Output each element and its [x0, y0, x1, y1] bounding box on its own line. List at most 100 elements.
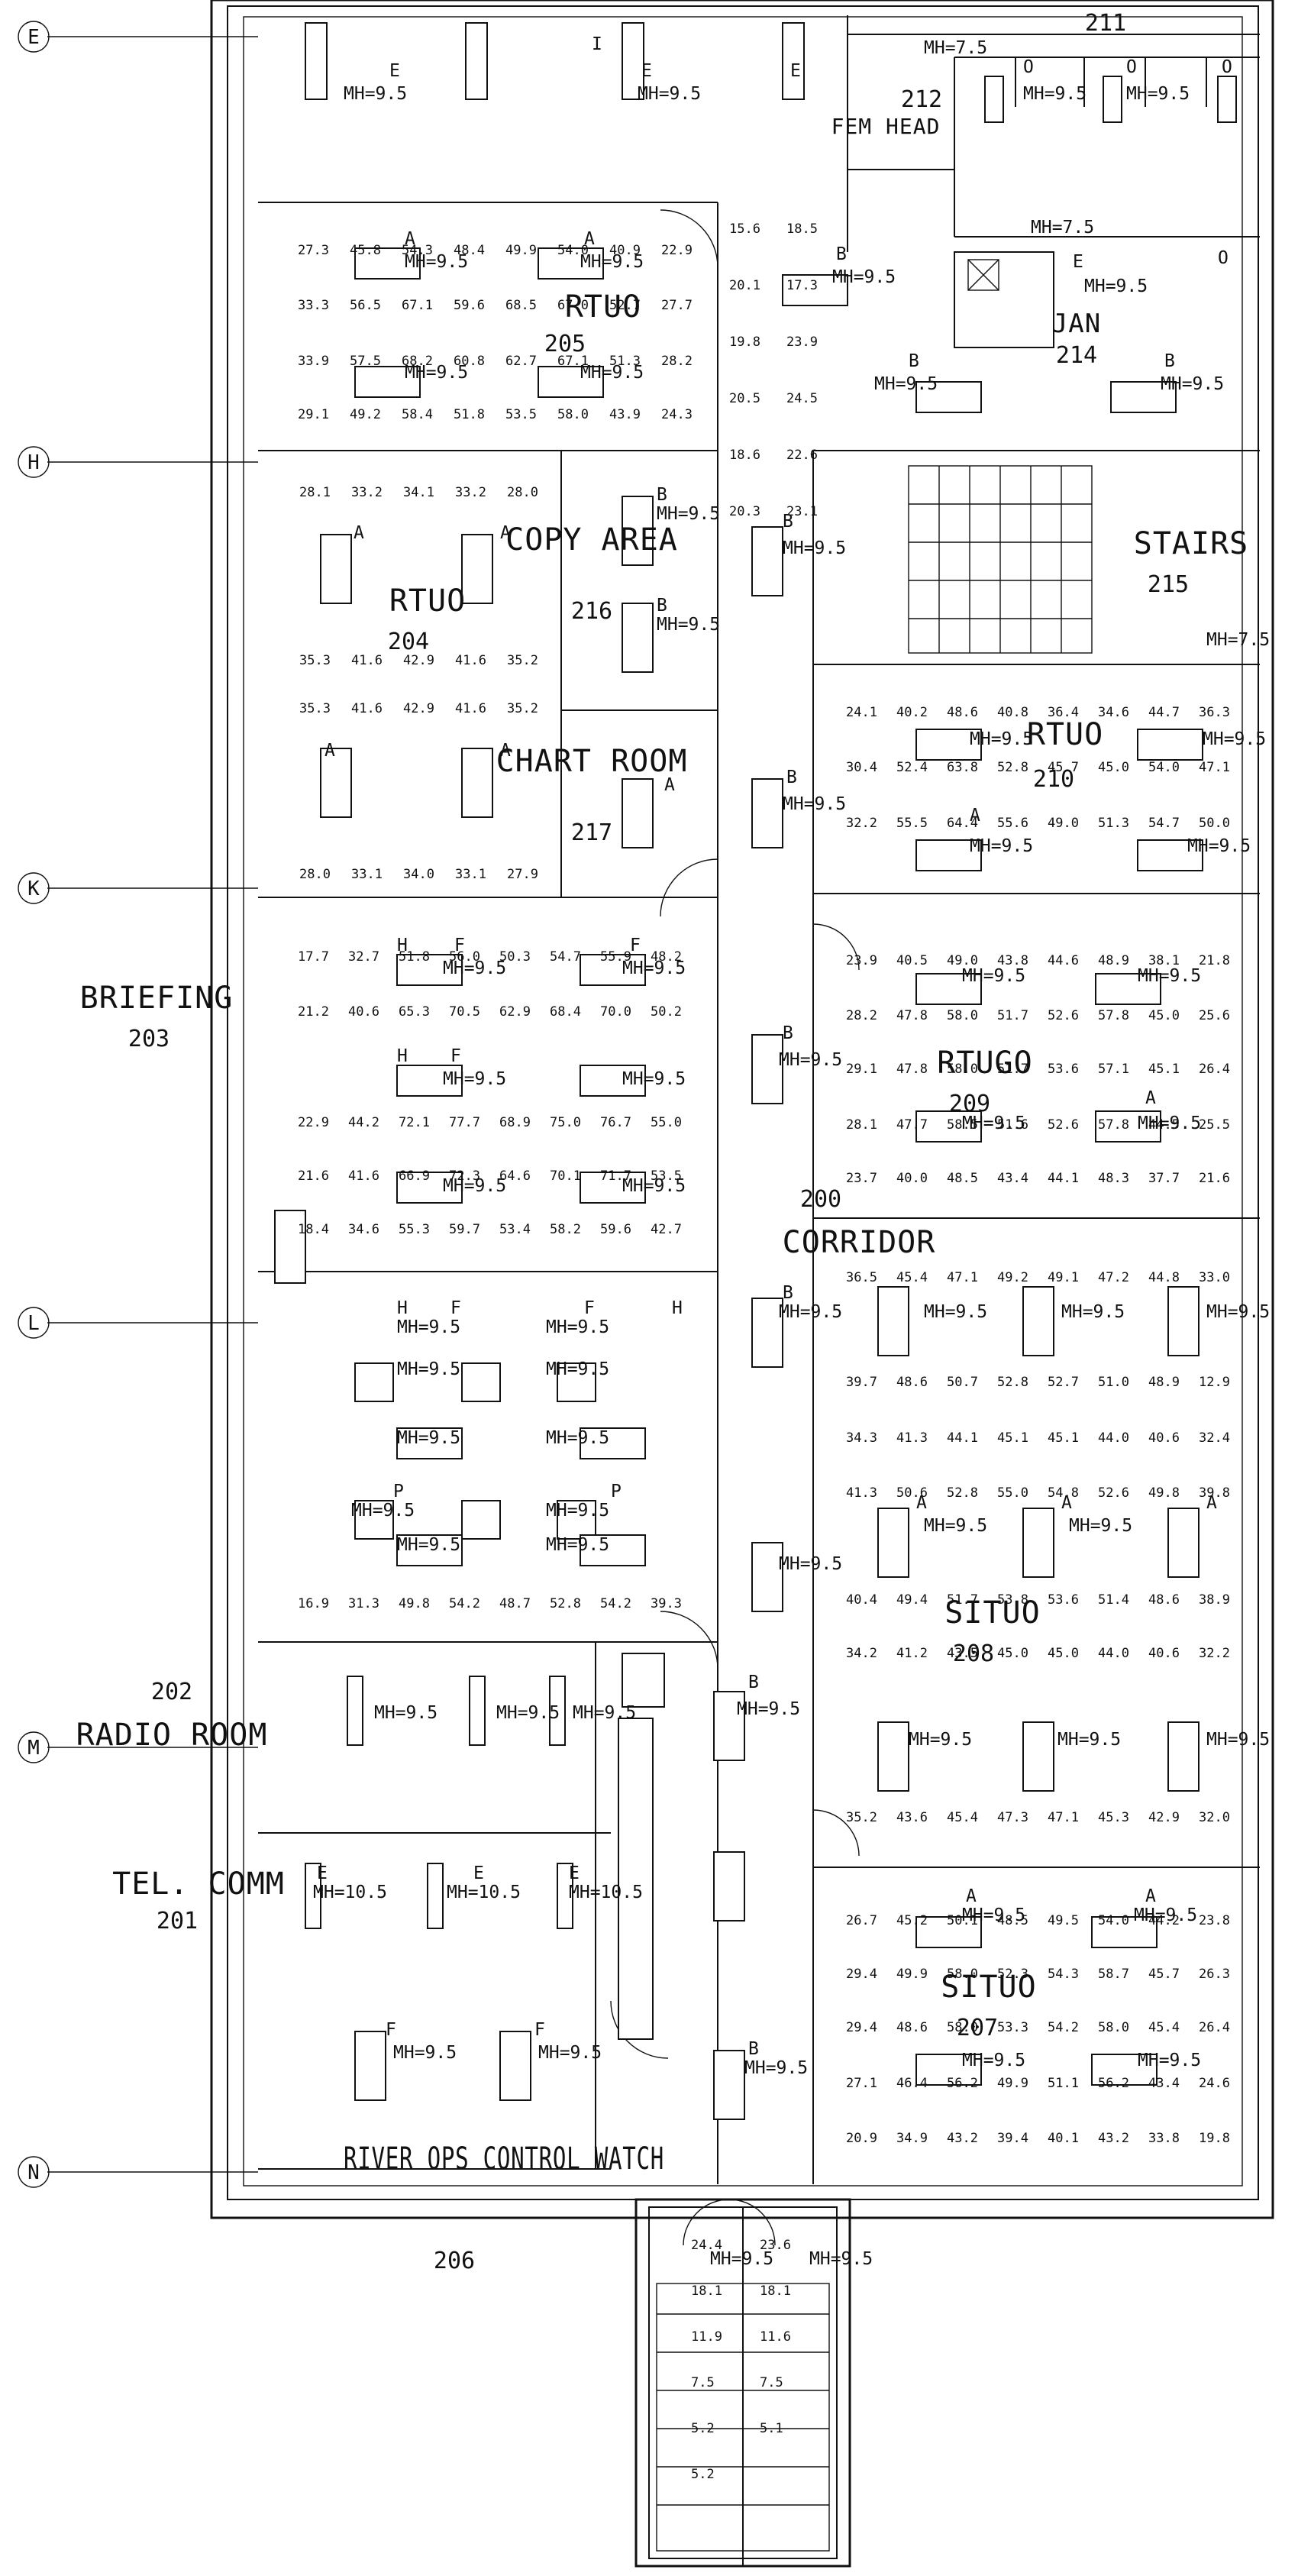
- illuminance-value: 18.1: [691, 2283, 722, 2299]
- mh-label: MH=9.5: [1057, 1730, 1121, 1750]
- mh-label: MH=9.5: [874, 374, 938, 394]
- illuminance-value: 58.0: [1098, 2020, 1129, 2035]
- mh-label: MH=9.5: [443, 1069, 506, 1089]
- illuminance-value: 45.2: [896, 1913, 928, 1928]
- mh-label: MH=9.5: [546, 1501, 609, 1521]
- illuminance-value: 52.3: [997, 1967, 1028, 1982]
- mh-label: MH=9.5: [397, 1428, 460, 1448]
- fixture-tag: A: [1145, 1886, 1156, 1906]
- illuminance-value: 49.0: [1048, 816, 1079, 831]
- fixture-tag: E: [569, 1863, 580, 1883]
- illuminance-value: 51.7: [947, 1592, 978, 1608]
- illuminance-value: 22.6: [786, 448, 818, 463]
- mh-label: MH=9.5: [1069, 1516, 1132, 1536]
- illuminance-value: 43.6: [896, 1810, 928, 1825]
- illuminance-value: 39.4: [997, 2131, 1028, 2146]
- illuminance-value: 28.0: [507, 485, 538, 500]
- mh-label: MH=9.5: [1126, 84, 1190, 104]
- illuminance-value: 54.0: [1148, 760, 1180, 775]
- room-number-200: 200: [800, 1186, 841, 1213]
- interior-walls: [258, 15, 1260, 2566]
- illuminance-value: 52.8: [997, 760, 1028, 775]
- room-number-212: 212: [901, 86, 942, 113]
- illuminance-value: 34.6: [1098, 705, 1129, 720]
- illuminance-value: 50.0: [1199, 816, 1230, 831]
- illuminance-value: 36.5: [846, 1270, 877, 1285]
- illuminance-value: 55.0: [651, 1115, 682, 1130]
- mh-label: MH=9.5: [622, 1069, 686, 1089]
- fixture-tag: B: [783, 1023, 793, 1043]
- illuminance-value: 53.5: [505, 407, 537, 422]
- illuminance-value: 47.3: [997, 1810, 1028, 1825]
- illuminance-value: 42.9: [403, 701, 434, 716]
- illuminance-value: 40.4: [846, 1592, 877, 1608]
- fixture-tag: P: [611, 1482, 622, 1501]
- illuminance-value: 51.6: [997, 1117, 1028, 1133]
- illuminance-value: 44.1: [947, 1430, 978, 1446]
- illuminance-value: 45.4: [1148, 2020, 1180, 2035]
- mh-label: MH=9.5: [783, 794, 846, 814]
- fixture-tag: A: [916, 1493, 927, 1513]
- illuminance-value: 44.2: [1148, 1913, 1180, 1928]
- mh-label: MH=9.5: [546, 1317, 609, 1337]
- fixture-tag: O: [1023, 57, 1034, 77]
- mh-label: MH=9.5: [546, 1535, 609, 1555]
- illuminance-value: 40.5: [896, 953, 928, 968]
- illuminance-value: 58.0: [947, 1062, 978, 1077]
- illuminance-value: 48.2: [651, 949, 682, 965]
- illuminance-value: 44.8: [1148, 1270, 1180, 1285]
- mh-label: MH=9.5: [405, 363, 468, 383]
- illuminance-value: 58.0: [947, 1967, 978, 1982]
- illuminance-value: 49.1: [1048, 1270, 1079, 1285]
- illuminance-value: 40.2: [896, 705, 928, 720]
- illuminance-value: 5.1: [760, 2421, 783, 2436]
- illuminance-value: 34.0: [403, 867, 434, 882]
- illuminance-value: 21.6: [298, 1168, 329, 1184]
- room-name-chart-room: CHART ROOM: [496, 744, 688, 779]
- fixture-tag: A: [1145, 1088, 1156, 1108]
- mh-label: MH=9.5: [779, 1554, 842, 1574]
- illuminance-value: 48.4: [454, 243, 485, 258]
- illuminance-value: 48.5: [947, 1171, 978, 1186]
- illuminance-value: 56.2: [1098, 2076, 1129, 2091]
- illuminance-value: 45.8: [350, 243, 381, 258]
- fixture-tag: B: [836, 244, 847, 264]
- illuminance-value: 68.2: [402, 354, 433, 369]
- mh-label: MH=9.5: [546, 1359, 609, 1379]
- illuminance-value: 47.8: [896, 1062, 928, 1077]
- illuminance-value: 52.6: [1048, 1008, 1079, 1023]
- fixture-tag: E: [641, 61, 652, 81]
- illuminance-value: 62.7: [505, 354, 537, 369]
- fixture-tag: A: [405, 229, 415, 249]
- fixture-type-tags: E E E I O O O O E A A B B B A A B B B A …: [317, 34, 1232, 2059]
- illuminance-value: 27.1: [846, 2076, 877, 2091]
- mh-label: MH=9.5: [962, 1113, 1025, 1133]
- illuminance-value: 67.0: [557, 298, 589, 313]
- illuminance-value: 45.7: [1048, 760, 1079, 775]
- room-number-209: 209: [949, 1091, 990, 1117]
- room-name-copy-area: COPY AREA: [505, 522, 678, 558]
- illuminance-value: 33.2: [351, 485, 383, 500]
- illuminance-value: 38.1: [1148, 953, 1180, 968]
- fixture-tag: O: [1126, 57, 1137, 77]
- illuminance-value: 27.9: [507, 867, 538, 882]
- illuminance-value: 43.9: [609, 407, 641, 422]
- illuminance-value: 35.2: [507, 653, 538, 668]
- mh-label: MH=7.5: [924, 38, 987, 58]
- illuminance-value: 47.1: [1048, 1810, 1079, 1825]
- illuminance-value: 50.6: [896, 1485, 928, 1501]
- room-name-fem-head: FEM HEAD: [831, 114, 941, 139]
- illuminance-value: 39.7: [846, 1375, 877, 1390]
- illuminance-value: 45.1: [1048, 1430, 1079, 1446]
- illuminance-value: 48.7: [499, 1596, 531, 1611]
- illuminance-value: 45.1: [1148, 1062, 1180, 1077]
- room-name-rtuo-210: RTUO: [1027, 717, 1103, 752]
- illuminance-value: 23.7: [846, 1171, 877, 1186]
- illuminance-value: 49.8: [399, 1596, 430, 1611]
- illuminance-value: 54.2: [1048, 2020, 1079, 2035]
- mh-label: MH=9.5: [1138, 966, 1201, 986]
- illuminance-value: 35.3: [299, 653, 331, 668]
- illuminance-value: 68.4: [550, 1004, 581, 1020]
- room-name-rtuo-204: RTUO: [389, 583, 466, 619]
